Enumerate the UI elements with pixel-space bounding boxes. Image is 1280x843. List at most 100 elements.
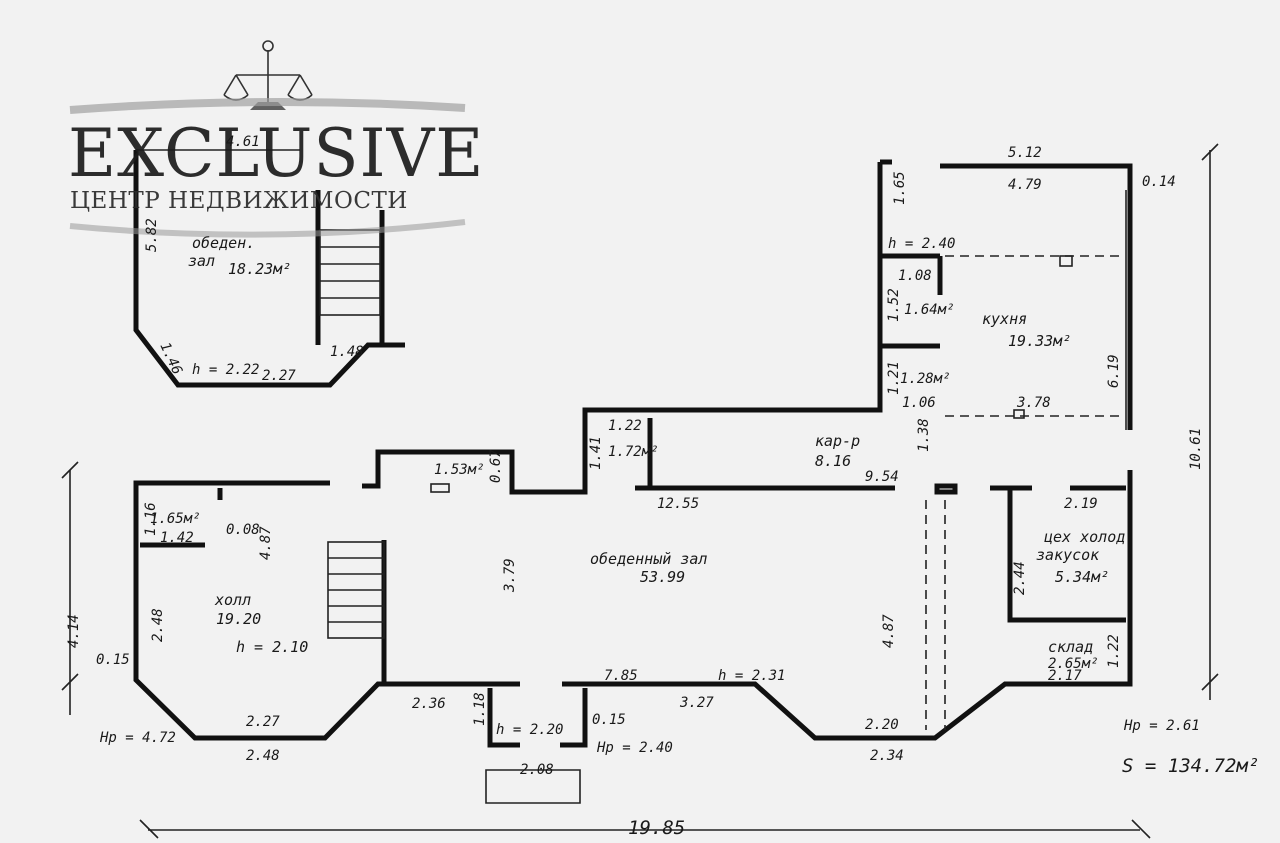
logo-subtitle: ЦЕНТР НЕДВИЖИМОСТИ (70, 188, 408, 214)
room-hall-height: h = 2.10 (236, 638, 308, 656)
room-hall-name: холл (214, 591, 251, 609)
dim-hp240: Нр = 2.40 (596, 740, 673, 756)
kitchen-marker (1059, 255, 1073, 267)
dim-116: 1.16 (143, 502, 159, 536)
room-small-b: 1.28м² (900, 371, 951, 387)
walls (133, 149, 1133, 804)
dim-461: 4.61 (226, 134, 260, 150)
dim-015b: 0.15 (592, 712, 626, 728)
room-snack-line2: закусок (1036, 546, 1100, 564)
room-storage-name: склад (1048, 638, 1093, 656)
dim-248a: 2.48 (150, 608, 166, 642)
room-dining-main-area: 53.99 (640, 568, 685, 586)
dim-top-outer: 5.12 (1008, 145, 1042, 161)
dim-h222: h = 2.22 (192, 362, 259, 378)
dim-122a: 1.22 (608, 418, 642, 434)
logo-swoosh-top (69, 97, 466, 114)
dim-122b: 1.22 (1106, 634, 1122, 668)
dim-414: 4.14 (66, 614, 82, 648)
total-area: S = 134.72м² (1122, 755, 1259, 777)
dim-244: 2.44 (1012, 561, 1028, 595)
dim-227b: 2.27 (246, 714, 280, 730)
column-marker (934, 483, 958, 495)
dim-227a: 2.27 (262, 368, 296, 384)
dim-h231: h = 2.31 (718, 668, 785, 684)
room-hall-area: 19.20 (216, 610, 261, 628)
dim-582: 5.82 (144, 218, 160, 252)
dim-h220: h = 2.20 (496, 722, 563, 738)
room-corridor-area: 8.16 (815, 452, 851, 470)
room-storage-area: 2.65м² (1048, 656, 1099, 672)
dim-118: 1.18 (472, 692, 488, 726)
dim-165: 1.65 (892, 171, 908, 205)
vent-marker (430, 483, 450, 493)
kitchen-walls (362, 162, 883, 495)
room-small-a: 1.64м² (904, 302, 955, 318)
dim-954: 9.54 (865, 469, 899, 485)
dim-106: 1.06 (902, 395, 936, 411)
dim-1985: 19.85 (628, 817, 685, 839)
snack-shop-wall (1007, 488, 1126, 623)
dim-220: 2.20 (865, 717, 899, 733)
dim-487b: 4.87 (258, 526, 274, 560)
room-small-e: 1.65м² (150, 511, 201, 527)
dim-138: 1.38 (916, 418, 932, 452)
dim-248b: 2.48 (246, 748, 280, 764)
dim-108: 1.08 (898, 268, 932, 284)
stairs-upper (319, 229, 381, 316)
dim-1061: 10.61 (1188, 428, 1204, 470)
room-corridor-name: кар-р (815, 432, 860, 450)
dim-top-inner: 4.79 (1008, 177, 1042, 193)
logo-title: EXCLUSIVE (68, 115, 484, 192)
entrance-left (487, 688, 520, 748)
dim-487a: 4.87 (881, 614, 897, 648)
room-small-c: 1.53м² (434, 462, 485, 478)
dimension-lines (61, 143, 1219, 839)
room-small-d: 1.72м² (608, 444, 659, 460)
dim-1255: 12.55 (657, 496, 699, 512)
entrance-steps (485, 769, 581, 804)
room-labels: обеден. зал 18.23м² кухня 19.33м² кар-р … (150, 234, 1125, 672)
kitchen-top-wall (940, 163, 1133, 430)
dim-219: 2.19 (1064, 496, 1098, 512)
dim-236: 2.36 (412, 696, 446, 712)
main-floor-left-walls (133, 480, 520, 741)
dim-152: 1.52 (886, 288, 902, 322)
stairs-lower (327, 541, 385, 639)
dim-067: 0.67 (488, 449, 504, 483)
dim-327: 3.27 (679, 695, 714, 711)
dim-142: 1.42 (160, 530, 194, 546)
dim-121: 1.21 (886, 361, 902, 395)
room-snack-area: 5.34м² (1055, 568, 1109, 586)
dim-h240: h = 2.40 (888, 236, 955, 252)
logo-swoosh-bottom (69, 219, 466, 238)
dim-378: 3.78 (1016, 395, 1051, 411)
room-dining-small-line1: обеден. (192, 234, 255, 252)
dim-234: 2.34 (870, 748, 904, 764)
dimension-labels: 5.12 4.79 0.14 1.65 h = 2.40 1.08 1.52 1… (66, 134, 1259, 839)
main-floor-bottom-right-walls (562, 470, 1133, 741)
room-kitchen-area: 19.33м² (1008, 332, 1071, 350)
dim-right-small: 0.14 (1142, 174, 1176, 190)
dim-785: 7.85 (604, 668, 638, 684)
room-kitchen-name: кухня (982, 310, 1027, 328)
dim-619: 6.19 (1106, 354, 1122, 388)
dim-148: 1.48 (330, 344, 364, 360)
room-dining-small-line2: зал (188, 252, 215, 270)
entrance-right (560, 688, 588, 748)
dim-hp261: Нр = 2.61 (1123, 718, 1200, 734)
upper-left-dining-walls (133, 150, 405, 388)
dim-008: 0.08 (226, 522, 260, 538)
dim-208: 2.08 (520, 762, 554, 778)
dim-217: 2.17 (1048, 668, 1082, 684)
kitchen-marker-2 (1013, 409, 1025, 419)
room-dining-small-area: 18.23м² (228, 260, 291, 278)
dim-141: 1.41 (588, 436, 604, 470)
dim-015a: 0.15 (96, 652, 130, 668)
dim-379: 3.79 (502, 558, 518, 593)
room-snack-line1: цех холод (1044, 528, 1125, 546)
logo: EXCLUSIVE ЦЕНТР НЕДВИЖИМОСТИ (68, 40, 484, 238)
room-dining-main-name: обеденный зал (590, 550, 707, 568)
dim-hp472: Нр = 4.72 (99, 730, 176, 746)
